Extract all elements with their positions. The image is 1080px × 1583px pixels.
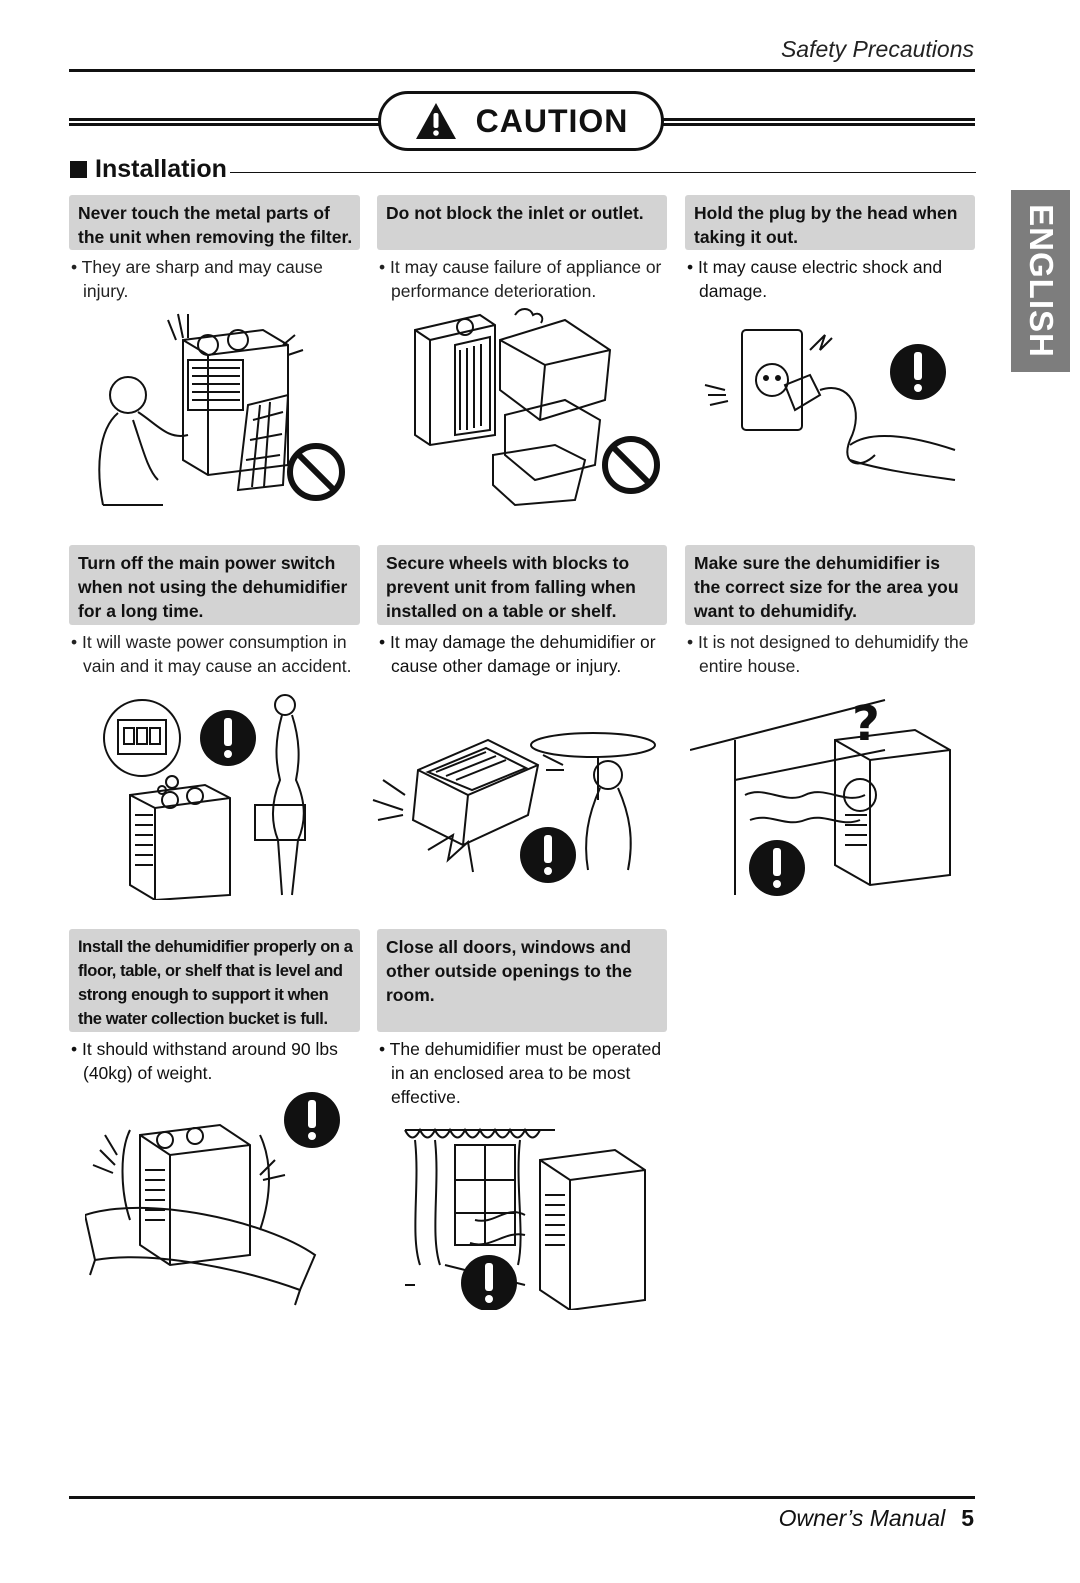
card-2-heading: Do not block the inlet or outlet. <box>377 195 667 250</box>
card-3-heading: Hold the plug by the head when taking it… <box>685 195 975 250</box>
square-bullet-icon <box>70 161 87 178</box>
svg-text:?: ? <box>852 696 880 752</box>
page-number: 5 <box>961 1505 974 1531</box>
language-tab-label: ENGLISH <box>1022 204 1060 358</box>
caution-bar-left <box>69 118 381 126</box>
card-1-heading: Never touch the metal parts of the unit … <box>69 195 360 250</box>
header-rule <box>69 69 975 72</box>
card-4-illustration <box>100 690 360 900</box>
card-7-note: • It should withstand around 90 lbs (40k… <box>71 1039 338 1083</box>
language-tab: ENGLISH <box>1011 190 1070 372</box>
warning-triangle-icon <box>415 103 456 139</box>
card-4-heading: Turn off the main power switch when not … <box>69 545 360 625</box>
card-8-illustration <box>400 1125 655 1310</box>
card-4-note: • It will waste power consumption in vai… <box>71 632 352 676</box>
card-8-note: • The dehumidifier must be operated in a… <box>379 1039 662 1107</box>
caution-bar-right <box>661 118 975 126</box>
card-5-heading: Secure wheels with blocks to prevent uni… <box>377 545 667 625</box>
card-1-illustration <box>88 300 358 515</box>
card-8-heading: Close all doors, windows and other outsi… <box>377 929 667 1032</box>
card-3-note: • It may cause electric shock and damage… <box>687 257 943 301</box>
card-2-illustration <box>405 305 663 515</box>
card-7-illustration <box>85 1090 360 1310</box>
card-5-illustration <box>368 720 660 890</box>
card-6-heading: Make sure the dehumidifier is the correc… <box>685 545 975 625</box>
section-title: Installation <box>95 155 227 183</box>
card-2-note: • It may cause failure of appliance or p… <box>379 257 662 301</box>
section-heading: Installation <box>70 155 227 184</box>
card-1-note: • They are sharp and may cause injury. <box>71 257 323 301</box>
footer-rule <box>69 1496 975 1499</box>
caution-banner: CAUTION <box>378 91 664 151</box>
page-footer: Owner’s Manual 5 <box>779 1505 974 1532</box>
running-header: Safety Precautions <box>780 36 974 62</box>
card-6-illustration: ? <box>690 695 975 900</box>
card-7-heading: Install the dehumidifier properly on a f… <box>69 929 360 1032</box>
footer-label: Owner’s Manual <box>778 1505 946 1531</box>
card-6-note: • It is not designed to dehumidify the e… <box>687 632 969 676</box>
section-rule <box>230 172 976 173</box>
card-3-illustration <box>700 320 965 500</box>
card-5-note: • It may damage the dehumidifier or caus… <box>379 632 656 676</box>
caution-label: CAUTION <box>475 102 629 139</box>
